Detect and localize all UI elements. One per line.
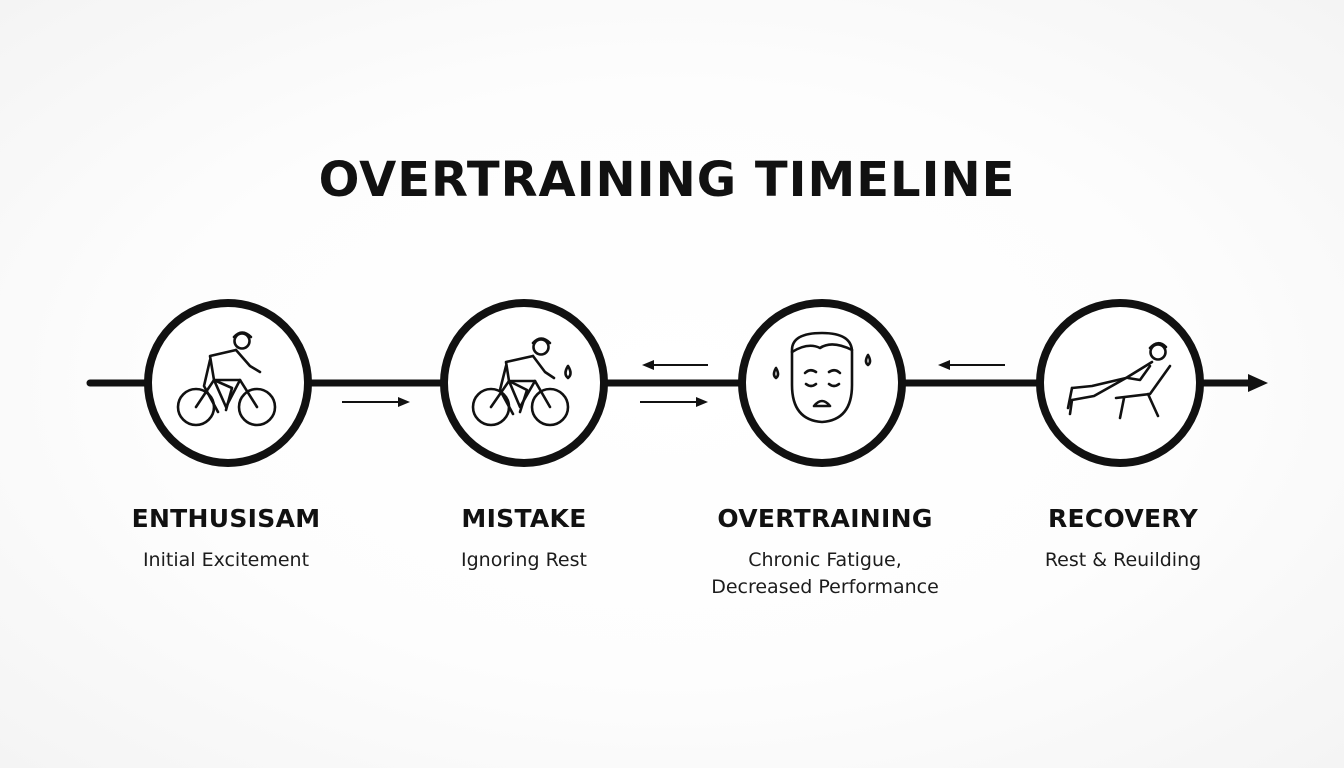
forward-arrow-2 bbox=[640, 397, 708, 407]
stage-circle-enthusiasm bbox=[144, 299, 312, 467]
stage-description: Initial Excitement bbox=[96, 547, 356, 574]
stage-circle-overtraining bbox=[738, 299, 906, 467]
stage-description-line: Ignoring Rest bbox=[461, 549, 587, 571]
backward-arrow-1 bbox=[642, 360, 708, 370]
fatigued-face-icon bbox=[772, 331, 872, 424]
stage-label-recovery: RECOVERY Rest & Reuilding bbox=[993, 504, 1253, 574]
stage-description-line: Chronic Fatigue, bbox=[748, 549, 902, 571]
stage-name: RECOVERY bbox=[1047, 504, 1199, 533]
stage-circle-recovery bbox=[1036, 299, 1204, 467]
stage-name: ENTHUSISAM bbox=[131, 504, 321, 533]
reclining-person-icon bbox=[1066, 341, 1172, 420]
stage-label-enthusiasm: ENTHUSISAM Initial Excitement bbox=[96, 504, 356, 574]
stage-circle-mistake bbox=[440, 299, 608, 467]
stage-name: OVERTRAINING bbox=[717, 504, 933, 533]
stage-description-line: Initial Excitement bbox=[142, 549, 310, 571]
stage-label-overtraining: OVERTRAINING Chronic Fatigue, Decreased … bbox=[695, 504, 955, 601]
backward-arrow-2 bbox=[938, 360, 1005, 370]
stage-label-mistake: MISTAKE Ignoring Rest bbox=[394, 504, 654, 574]
stage-name: MISTAKE bbox=[461, 504, 587, 533]
stage-description-line: Rest & Reuilding bbox=[1044, 549, 1202, 571]
timeline-end-arrowhead bbox=[1248, 374, 1268, 392]
sweating-cyclist-icon bbox=[471, 337, 572, 427]
stage-description: Rest & Reuilding bbox=[993, 547, 1253, 574]
stage-description: Ignoring Rest bbox=[394, 547, 654, 574]
forward-arrow-1 bbox=[342, 397, 410, 407]
stage-description: Chronic Fatigue, Decreased Performance bbox=[695, 547, 955, 601]
stage-description-line: Decreased Performance bbox=[711, 576, 939, 598]
cyclist-icon bbox=[176, 331, 277, 427]
diagram-title: OVERTRAINING TIMELINE bbox=[318, 152, 1016, 208]
